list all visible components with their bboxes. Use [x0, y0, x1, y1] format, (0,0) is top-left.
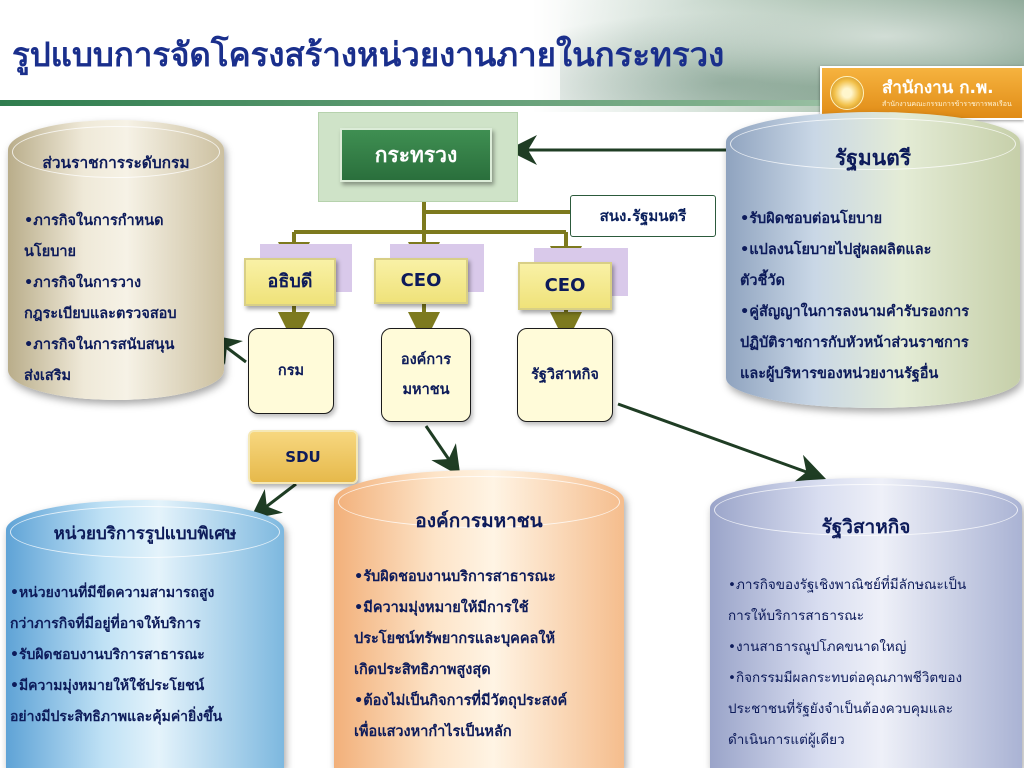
minister-line: และผู้บริหารของหน่วยงานรัฐอื่น [740, 366, 939, 382]
logo-name: สำนักงาน ก.พ. [882, 78, 994, 98]
dept-level-cylinder: ส่วนราชการระดับกรม •ภารกิจในการกำหนด นโย… [8, 120, 224, 400]
public-org-box: องค์การ มหาชน [381, 328, 471, 422]
state-enterprise-to-cylinder-arrow [617, 402, 827, 484]
special-unit-line: อย่างมีประสิทธิภาพและคุ้มค่ายิ่งขึ้น [10, 709, 223, 725]
pm-office-box: สนง.รัฐมนตรี [570, 195, 716, 237]
dept-level-line: ส่งเสริม [24, 368, 72, 384]
page-title: รูปแบบการจัดโครงสร้างหน่วยงานภายในกระทรว… [12, 35, 725, 74]
department-box: กรม [248, 328, 334, 414]
dept-level-line: •ภารกิจในการกำหนด [24, 213, 164, 229]
dept-level-cylinder-rim [12, 126, 220, 178]
minister-line: •คู่สัญญาในการลงนามคำรับรองการ [740, 304, 970, 320]
state-enterprise-line: ประชาชนที่รัฐยังจำเป็นต้องควบคุมและ [728, 701, 954, 717]
dept-level-line: กฎระเบียบและตรวจสอบ [24, 306, 177, 322]
special-unit-text: •หน่วยงานที่มีขีดความสามารถสูง กว่าภารกิ… [10, 578, 222, 733]
dept-level-line: •ภารกิจในการสนับสนุน [24, 337, 175, 353]
minister-line: •แปลงนโยบายไปสู่ผลผลิตและ [740, 242, 932, 258]
dept-level-text: •ภารกิจในการกำหนด นโยบาย •ภารกิจในการวาง… [24, 206, 177, 392]
state-enterprise-cylinder: รัฐวิสาหกิจ •ภารกิจของรัฐเชิงพาณิชย์ที่ม… [710, 478, 1022, 768]
public-org-to-cylinder-arrow [424, 425, 461, 477]
public-org-cylinder-rim [338, 476, 620, 528]
minister-line: ปฏิบัติราชการกับหัวหน้าส่วนราชการ [740, 335, 969, 351]
special-unit-title: หน่วยบริการรูปแบบพิเศษ [53, 524, 237, 544]
public-org-line: เกิดประสิทธิภาพสูงสุด [354, 662, 491, 678]
minister-line: ตัวชี้วัด [740, 273, 785, 289]
state-enterprise-text: •ภารกิจของรัฐเชิงพาณิชย์ที่มีลักษณะเป็น … [728, 570, 966, 756]
state-enterprise-line: •งานสาธารณูปโภคขนาดใหญ่ [728, 639, 907, 655]
ocsc-logo: สำนักงาน ก.พ. สำนักงานคณะกรรมการข้าราชกา… [820, 66, 1024, 120]
state-enterprise-line: ดำเนินการแต่ผู้เดียว [728, 732, 845, 748]
minister-text: •รับผิดชอบต่อนโยบาย •แปลงนโยบายไปสู่ผลผล… [740, 204, 969, 390]
public-org-title: องค์การมหาชน [415, 510, 543, 532]
public-org-text: •รับผิดชอบงานบริการสาธารณะ •มีความมุ่งหม… [354, 562, 567, 748]
dept-level-title: ส่วนราชการระดับกรม [42, 154, 190, 172]
special-unit-line: •หน่วยงานที่มีขีดความสามารถสูง [10, 585, 215, 601]
logo-subtitle: สำนักงานคณะกรรมการข้าราชการพลเรือน [882, 100, 1012, 108]
header-divider [0, 100, 1024, 106]
public-org-line: ประโยชน์ทรัพยากรและบุคคลให้ [354, 631, 556, 647]
state-enterprise-line: การให้บริการสาธารณะ [728, 608, 864, 624]
special-unit-cylinder-rim [10, 506, 280, 558]
dark-arrows [210, 135, 827, 520]
state-enterprise-cylinder-rim [714, 484, 1018, 536]
director-general-box: อธิบดี [244, 258, 336, 306]
public-org-box-line-1: องค์การ [400, 352, 452, 368]
minister-cylinder-rim [730, 118, 1016, 170]
state-enterprise-title: รัฐวิสาหกิจ [821, 516, 911, 538]
minister-title: รัฐมนตรี [835, 146, 911, 170]
ceo-box-1: CEO [374, 258, 468, 304]
public-org-line: เพื่อแสวงหากำไรเป็นหลัก [354, 724, 512, 740]
ministry-box: กระทรวง [340, 128, 492, 182]
state-enterprise-line: •ภารกิจของรัฐเชิงพาณิชย์ที่มีลักษณะเป็น [728, 577, 967, 593]
sdu-box: SDU [248, 430, 358, 484]
public-org-line: •มีความมุ่งหมายให้มีการใช้ [354, 600, 529, 616]
header-banner [0, 0, 1024, 112]
ceo-box-2: CEO [518, 262, 612, 310]
state-enterprise-box: รัฐวิสาหกิจ [517, 328, 613, 422]
special-unit-line: •รับผิดชอบงานบริการสาธารณะ [10, 647, 205, 663]
special-unit-line: •มีความมุ่งหมายให้ใช้ประโยชน์ [10, 678, 205, 694]
garuda-seal-icon [830, 76, 864, 110]
minister-line: •รับผิดชอบต่อนโยบาย [740, 211, 883, 227]
public-org-line: •รับผิดชอบงานบริการสาธารณะ [354, 569, 556, 585]
special-unit-cylinder: หน่วยบริการรูปแบบพิเศษ •หน่วยงานที่มีขีด… [6, 500, 284, 768]
public-org-line: •ต้องไม่เป็นกิจการที่มีวัตถุประสงค์ [354, 693, 568, 709]
dept-level-line: •ภารกิจในการวาง [24, 275, 142, 291]
dept-to-cylinder-arrow [210, 335, 247, 365]
dept-level-line: นโยบาย [24, 244, 77, 260]
state-enterprise-line: •กิจกรรมมีผลกระทบต่อคุณภาพชีวิตของ [728, 670, 963, 686]
public-org-cylinder: องค์การมหาชน •รับผิดชอบงานบริการสาธารณะ … [334, 470, 624, 768]
special-unit-line: กว่าภารกิจที่มีอยู่ที่อาจให้บริการ [10, 616, 201, 632]
sdu-to-special-unit-arrow [250, 482, 297, 520]
minister-cylinder: รัฐมนตรี •รับผิดชอบต่อนโยบาย •แปลงนโยบาย… [726, 112, 1020, 408]
public-org-box-line-2: มหาชน [402, 382, 450, 398]
